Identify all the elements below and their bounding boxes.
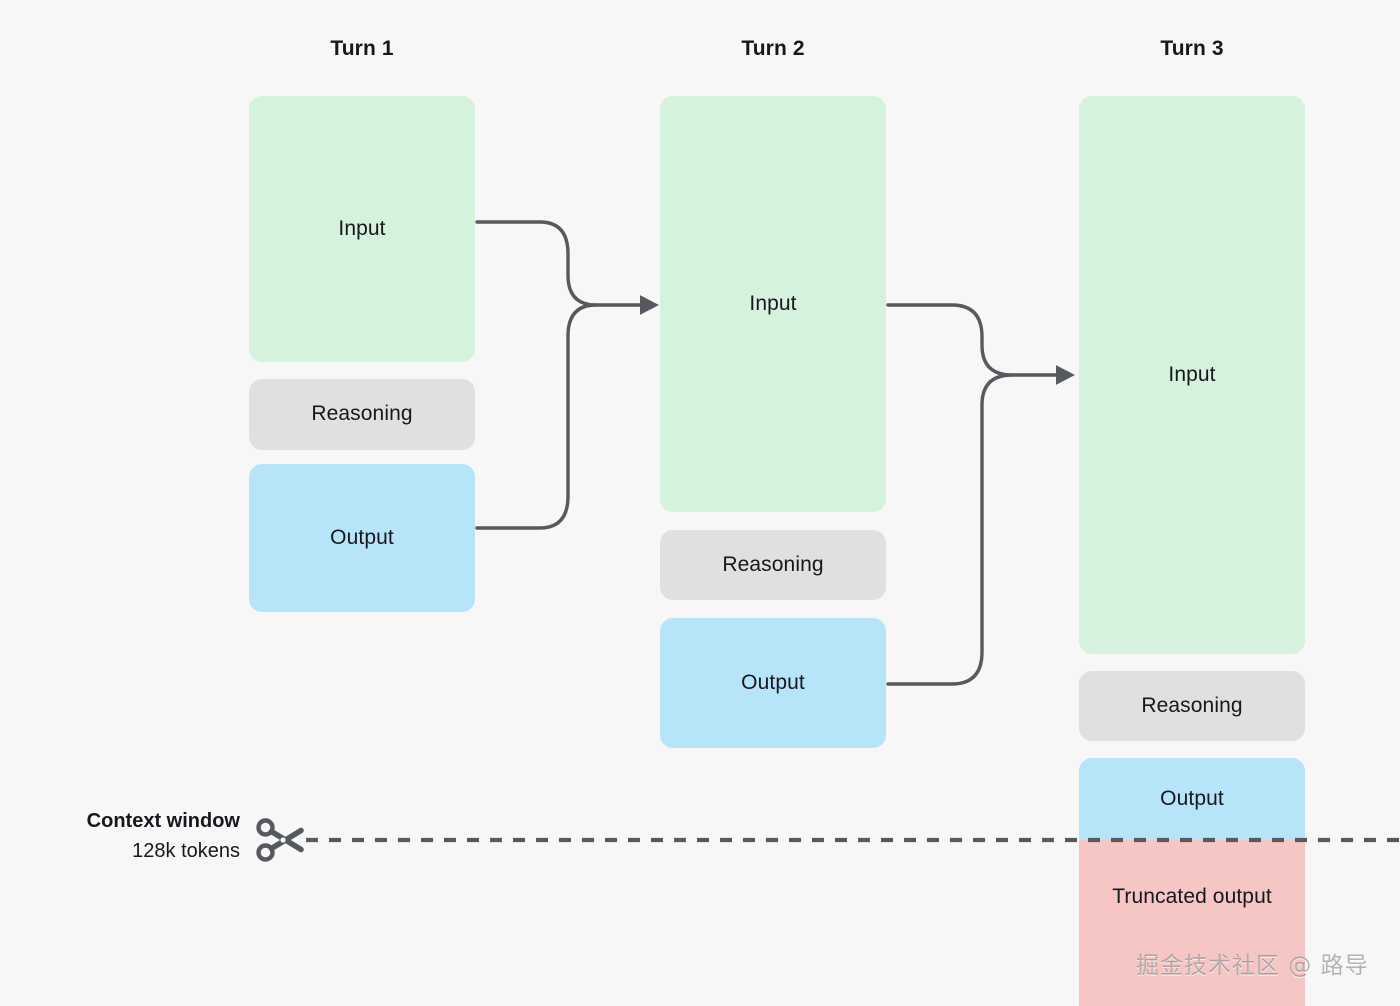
- block-label: Reasoning: [311, 402, 413, 426]
- block-label: Truncated output: [1112, 885, 1272, 908]
- turn-3-truncated-output-block: Truncated output: [1079, 840, 1305, 1006]
- turn-1-output-block: Output: [249, 464, 475, 612]
- turn-1-reasoning-block: Reasoning: [249, 379, 475, 450]
- block-label: Reasoning: [1141, 693, 1243, 717]
- block-label: Input: [1168, 362, 1216, 386]
- context-window-title: Context window: [86, 810, 240, 832]
- context-window-legend: Context window 128k tokens: [20, 806, 240, 866]
- turn-3-output-block: Output: [1079, 758, 1305, 840]
- connector-turn1-to-turn2: [475, 220, 659, 530]
- turn-2-header: Turn 2: [741, 37, 805, 60]
- block-label: Output: [741, 670, 805, 694]
- turn-3-header: Turn 3: [1160, 37, 1224, 60]
- turn-3-reasoning-block: Reasoning: [1079, 671, 1305, 741]
- turn-1-input-block: Input: [249, 96, 475, 362]
- block-label: Input: [338, 216, 386, 240]
- watermark: 掘金技术社区 @ 路导: [1136, 953, 1369, 979]
- turn-1-header: Turn 1: [330, 37, 394, 60]
- block-label: Output: [1160, 786, 1224, 810]
- connector-turn2-to-turn3: [886, 303, 1075, 686]
- turn-2-input-block: Input: [660, 96, 886, 512]
- block-label: Input: [749, 291, 797, 315]
- block-label: Reasoning: [722, 552, 824, 576]
- turn-2-output-block: Output: [660, 618, 886, 748]
- turn-2-reasoning-block: Reasoning: [660, 530, 886, 600]
- block-label: Output: [330, 525, 394, 549]
- turn-3-input-block: Input: [1079, 96, 1305, 654]
- context-window-subtitle: 128k tokens: [132, 840, 240, 862]
- scissors-icon: [256, 818, 304, 862]
